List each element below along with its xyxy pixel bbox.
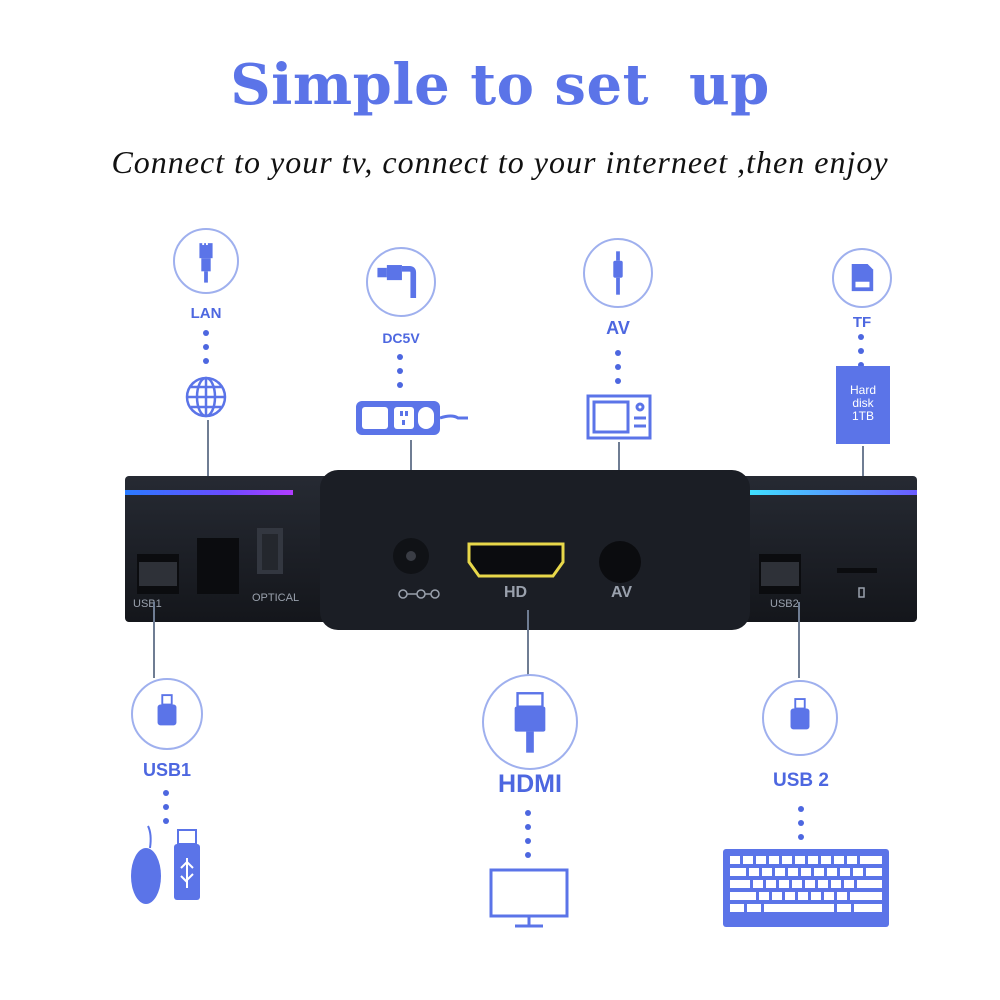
sd-card-icon bbox=[832, 248, 892, 308]
page-subtitle: Connect to your tv, connect to your inte… bbox=[111, 144, 889, 180]
tf-dots bbox=[857, 334, 865, 376]
keyboard-icon bbox=[722, 848, 890, 928]
box-optical-label: OPTICAL bbox=[252, 592, 300, 604]
power-strip-icon bbox=[354, 398, 474, 438]
hdmi-plug-icon bbox=[482, 674, 578, 770]
box-usb2-label: USB2 bbox=[770, 598, 799, 610]
dc-plug-icon bbox=[366, 247, 436, 317]
lan-cable-icon bbox=[173, 228, 239, 294]
usb-plug-icon-2 bbox=[762, 680, 838, 756]
box-av-label: AV bbox=[611, 584, 633, 601]
page-title: Simple to set up bbox=[230, 52, 770, 118]
mouse-icon bbox=[128, 824, 168, 906]
dc5v-dots bbox=[396, 354, 404, 396]
box-hd-label: HD bbox=[504, 584, 528, 601]
hard-disk-icon: Hard disk 1TB bbox=[836, 366, 890, 444]
usb-drive-icon bbox=[170, 828, 206, 902]
hdmi-label: HDMI bbox=[498, 770, 562, 798]
hard-disk-line2: disk bbox=[852, 396, 874, 410]
tf-label: TF bbox=[852, 314, 872, 331]
globe-icon bbox=[184, 375, 228, 419]
hard-disk-line1: Hard bbox=[849, 383, 876, 397]
dc5v-label: DC5V bbox=[382, 330, 420, 346]
monitor-icon bbox=[489, 868, 569, 930]
lan-dots bbox=[202, 330, 210, 372]
av-dots bbox=[614, 350, 622, 392]
hdmi-line bbox=[527, 610, 529, 678]
usb2-dots bbox=[797, 806, 805, 848]
usb2-line bbox=[798, 602, 800, 678]
tv-box-device bbox=[125, 470, 917, 630]
usb1-label: USB1 bbox=[142, 760, 191, 780]
usb1-dots bbox=[162, 790, 170, 832]
av-label: AV bbox=[606, 318, 630, 338]
usb2-label: USB 2 bbox=[773, 770, 829, 791]
lan-label: LAN bbox=[190, 305, 222, 322]
av-jack-icon bbox=[583, 238, 653, 308]
hdmi-dots bbox=[524, 810, 532, 866]
box-usb1-label: USB1 bbox=[133, 598, 162, 610]
usb-plug-icon bbox=[131, 678, 203, 750]
usb1-line bbox=[153, 602, 155, 678]
hard-disk-line3: 1TB bbox=[851, 409, 874, 423]
tv-icon bbox=[586, 394, 652, 440]
